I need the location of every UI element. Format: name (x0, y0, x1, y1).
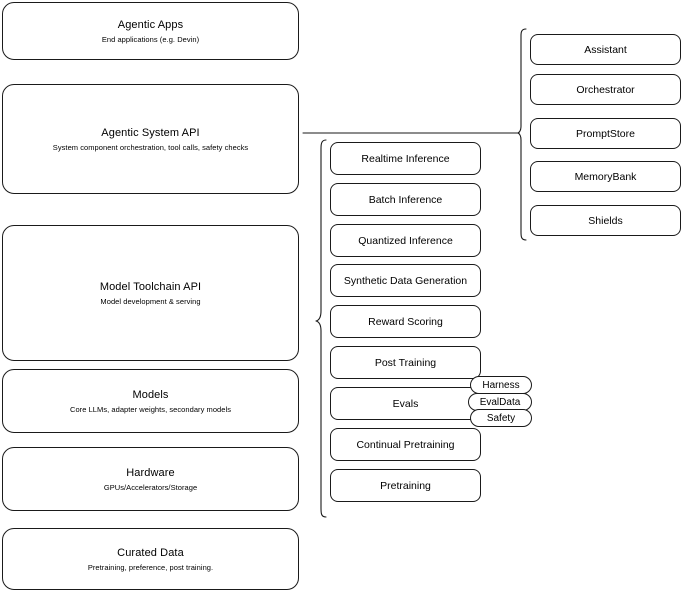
layer-model-toolchain-api[interactable]: Model Toolchain API Model development & … (2, 225, 299, 361)
layer-subtitle: Core LLMs, adapter weights, secondary mo… (69, 404, 232, 414)
layer-hardware[interactable]: Hardware GPUs/Accelerators/Storage (2, 447, 299, 511)
layer-agentic-apps[interactable]: Agentic Apps End applications (e.g. Devi… (2, 2, 299, 60)
layer-subtitle: GPUs/Accelerators/Storage (103, 482, 198, 492)
layer-title: Model Toolchain API (99, 280, 202, 293)
layer-subtitle: System component orchestration, tool cal… (52, 142, 249, 152)
layer-subtitle: Pretraining, preference, post training. (87, 562, 214, 572)
layer-subtitle: Model development & serving (100, 296, 201, 306)
toolchain-item-post-training[interactable]: Post Training (330, 346, 481, 379)
system-component-promptstore[interactable]: PromptStore (530, 118, 681, 149)
middle-brace (315, 139, 327, 518)
system-component-label: PromptStore (576, 127, 635, 140)
system-component-shields[interactable]: Shields (530, 205, 681, 236)
layer-title: Models (132, 388, 169, 401)
toolchain-item-label: Post Training (374, 356, 437, 369)
toolchain-item-label: Continual Pretraining (356, 438, 455, 451)
toolchain-item-batch-inference[interactable]: Batch Inference (330, 183, 481, 216)
layer-title: Agentic Apps (117, 18, 184, 31)
eval-pill-safety[interactable]: Safety (470, 409, 532, 427)
eval-pill-label: Safety (486, 412, 516, 424)
system-component-label: Assistant (584, 43, 627, 56)
toolchain-item-label: Realtime Inference (361, 152, 450, 165)
toolchain-item-synthetic-data-generation[interactable]: Synthetic Data Generation (330, 264, 481, 297)
layer-title: Hardware (126, 466, 175, 479)
system-component-label: Orchestrator (576, 83, 635, 96)
layer-subtitle: End applications (e.g. Devin) (101, 34, 200, 44)
toolchain-item-label: Synthetic Data Generation (343, 274, 468, 287)
right-brace (517, 28, 527, 241)
toolchain-item-label: Batch Inference (368, 193, 443, 206)
toolchain-item-label: Reward Scoring (368, 315, 443, 328)
toolchain-item-evals[interactable]: Evals (330, 387, 481, 420)
toolchain-item-label: Pretraining (380, 479, 431, 492)
eval-pill-label: Harness (482, 379, 520, 391)
toolchain-item-realtime-inference[interactable]: Realtime Inference (330, 142, 481, 175)
toolchain-item-reward-scoring[interactable]: Reward Scoring (330, 305, 481, 338)
layer-title: Curated Data (117, 546, 184, 559)
eval-pill-label: EvalData (479, 396, 521, 408)
system-component-assistant[interactable]: Assistant (530, 34, 681, 65)
layer-title: Agentic System API (101, 126, 200, 139)
toolchain-item-label: Evals (392, 397, 419, 410)
system-component-label: Shields (588, 214, 623, 227)
toolchain-item-continual-pretraining[interactable]: Continual Pretraining (330, 428, 481, 461)
layer-agentic-system-api[interactable]: Agentic System API System component orch… (2, 84, 299, 194)
layer-models[interactable]: Models Core LLMs, adapter weights, secon… (2, 369, 299, 433)
eval-pill-harness[interactable]: Harness (470, 376, 532, 394)
system-component-label: MemoryBank (574, 170, 637, 183)
system-component-memorybank[interactable]: MemoryBank (530, 161, 681, 192)
toolchain-item-label: Quantized Inference (358, 234, 453, 247)
layer-curated-data[interactable]: Curated Data Pretraining, preference, po… (2, 528, 299, 590)
toolchain-item-pretraining[interactable]: Pretraining (330, 469, 481, 502)
system-component-orchestrator[interactable]: Orchestrator (530, 74, 681, 105)
toolchain-item-quantized-inference[interactable]: Quantized Inference (330, 224, 481, 257)
